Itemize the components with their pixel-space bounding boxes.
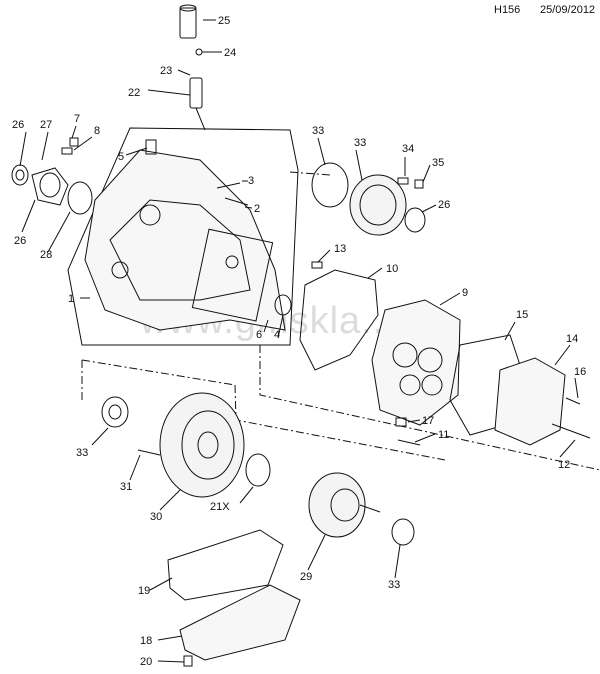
part-33-bearing-left	[101, 396, 129, 428]
part-21x-ring	[245, 453, 271, 487]
callout-11: 11	[438, 429, 449, 441]
callout-26-right: 26	[438, 199, 450, 211]
diagram-code: H156	[494, 4, 521, 16]
part-12-bolt	[551, 423, 591, 439]
callout-32: 31	[120, 481, 132, 493]
part-24-bolt	[195, 48, 203, 56]
part-16-bolt	[565, 397, 581, 405]
callout-36: 34	[402, 143, 414, 155]
part-33-bearing-right	[391, 518, 415, 546]
callout-7: 7	[74, 113, 80, 125]
part-30-differential	[308, 472, 366, 538]
part-35-oring	[311, 162, 349, 208]
callout-9: 9	[462, 287, 468, 299]
callout-4: 4	[274, 329, 280, 341]
part-17-plug	[395, 417, 407, 427]
part-18-oil-pan	[179, 584, 301, 661]
callout-33-left-label: 33	[76, 447, 88, 459]
part-9-gear-housing	[371, 299, 461, 426]
callout-2: 2	[254, 203, 260, 215]
callout-27: 26	[14, 235, 26, 247]
part-25-sleeve	[179, 7, 197, 39]
part-22-sensor	[189, 77, 203, 109]
part-8-bolt	[61, 147, 73, 155]
part-14-cover	[494, 357, 566, 446]
callout-1: 1	[68, 293, 74, 305]
callout-19: 19	[138, 585, 150, 597]
callout-31: 30	[150, 511, 162, 523]
part-34-bearing	[349, 174, 407, 236]
callout-34: 33	[354, 137, 366, 149]
callout-13: 13	[334, 243, 346, 255]
part-26-seal	[11, 164, 29, 186]
part-32-bolt	[137, 449, 161, 456]
callout-17: 17	[422, 415, 434, 427]
callout-6: 6	[256, 329, 262, 341]
part-1-clutch-housing	[84, 149, 286, 331]
callout-29: 28	[40, 249, 52, 261]
part-20-bolt	[183, 655, 193, 667]
callout-25: 25	[218, 15, 230, 27]
callout-33-right: 33	[388, 579, 400, 591]
part-13-pin	[311, 261, 323, 269]
callout-26-left: 26	[12, 119, 24, 131]
callout-23: 23	[160, 65, 172, 77]
housing-group-boundary	[67, 127, 299, 346]
callout-37: 35	[432, 157, 444, 169]
part-37-bolt	[414, 179, 424, 189]
part-19-gasket	[167, 529, 284, 601]
part-10-gasket	[299, 269, 379, 371]
part-36-clip	[397, 177, 409, 185]
callout-10: 10	[386, 263, 398, 275]
callout-24: 24	[224, 47, 236, 59]
part-29-oring	[67, 181, 93, 215]
part-7-bolt	[69, 137, 79, 147]
part-26-seal-right	[404, 207, 426, 233]
part-27-bearing-housing	[31, 167, 69, 206]
diagram-date: 25/09/2012	[540, 4, 596, 16]
callout-3: 3	[248, 175, 254, 187]
part-11-bolt	[397, 439, 421, 446]
callout-15: 15	[516, 309, 528, 321]
callout-20: 20	[140, 656, 152, 668]
callout-16: 16	[574, 366, 586, 378]
callout-5: 5	[118, 151, 124, 163]
callout-21x: 21X	[210, 501, 230, 513]
callout-18: 18	[140, 635, 152, 647]
part-31-ring-gear	[159, 392, 245, 498]
callout-8: 8	[94, 125, 100, 137]
callout-22: 22	[128, 87, 140, 99]
callout-28: 27	[40, 119, 52, 131]
callout-14: 14	[566, 333, 578, 345]
callout-35: 33	[312, 125, 324, 137]
callout-30: 29	[300, 571, 312, 583]
part-5-bolt	[145, 139, 157, 155]
callout-12: 12	[558, 459, 570, 471]
